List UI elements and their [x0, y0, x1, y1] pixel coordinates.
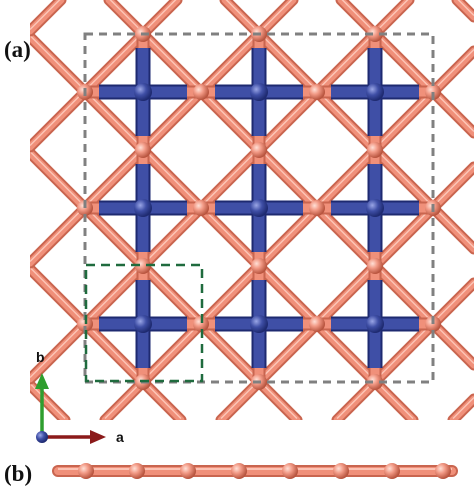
bond — [30, 0, 181, 151]
copper-atom — [367, 258, 383, 274]
side-atom — [129, 463, 145, 479]
bond — [30, 265, 185, 420]
copper-atom — [367, 142, 383, 158]
copper-atom — [193, 84, 209, 100]
bond — [30, 33, 417, 420]
a-axis-label: a — [116, 429, 124, 445]
bond-highlight — [336, 280, 474, 420]
side-atom — [78, 463, 94, 479]
center-atoms — [134, 83, 384, 333]
side-atom — [180, 463, 196, 479]
copper-atom — [135, 142, 151, 158]
bond-highlight — [30, 0, 293, 263]
bond-highlight — [452, 396, 474, 420]
bond — [449, 395, 474, 420]
bond-highlight — [104, 48, 474, 420]
bond-highlight — [30, 0, 61, 31]
center-atom — [134, 199, 152, 217]
bond-highlight — [109, 0, 474, 365]
supercell-box — [83, 32, 435, 384]
axis-origin — [36, 431, 48, 443]
side-atom — [282, 463, 298, 479]
bond-highlight — [30, 382, 66, 420]
bond-highlight — [30, 0, 409, 379]
bond-highlight — [30, 266, 182, 420]
copper-atom — [309, 316, 325, 332]
panel-a-label: (a) — [4, 37, 31, 62]
center-atom — [134, 83, 152, 101]
copper-atom — [193, 316, 209, 332]
copper-atom — [309, 200, 325, 216]
axis-indicator: b a — [35, 349, 124, 445]
center-atom — [366, 315, 384, 333]
side-atom — [231, 463, 247, 479]
bond — [30, 0, 413, 383]
copper-atom — [193, 200, 209, 216]
center-atom — [366, 83, 384, 101]
bond-highlight — [457, 0, 474, 17]
center-atom — [250, 315, 268, 333]
copper-atom — [251, 258, 267, 274]
bond-highlight — [341, 0, 474, 133]
bond — [333, 279, 474, 420]
bond — [105, 0, 474, 369]
side-atom — [384, 463, 400, 479]
b-axis-arrowhead — [35, 373, 49, 389]
center-atom — [250, 83, 268, 101]
bond — [101, 47, 474, 420]
bond — [337, 0, 474, 137]
copper-atom — [135, 258, 151, 274]
bond — [30, 0, 297, 267]
center-atom — [366, 199, 384, 217]
copper-atom — [251, 142, 267, 158]
bond-highlight — [30, 34, 414, 420]
copper-atom — [367, 374, 383, 390]
bond — [453, 0, 474, 21]
center-atom — [250, 199, 268, 217]
a-axis-arrowhead — [90, 430, 106, 444]
b-axis-label: b — [36, 349, 45, 365]
copper-atom — [309, 84, 325, 100]
unit-cell-box — [84, 263, 204, 383]
side-atom — [333, 463, 349, 479]
copper-atom — [367, 26, 383, 42]
bond — [30, 0, 65, 35]
side-atom — [435, 463, 451, 479]
bond — [30, 381, 69, 420]
center-atom — [134, 315, 152, 333]
panel-b-label: (b) — [4, 461, 33, 486]
side-view-chain — [52, 463, 458, 479]
bond-highlight — [30, 0, 177, 147]
